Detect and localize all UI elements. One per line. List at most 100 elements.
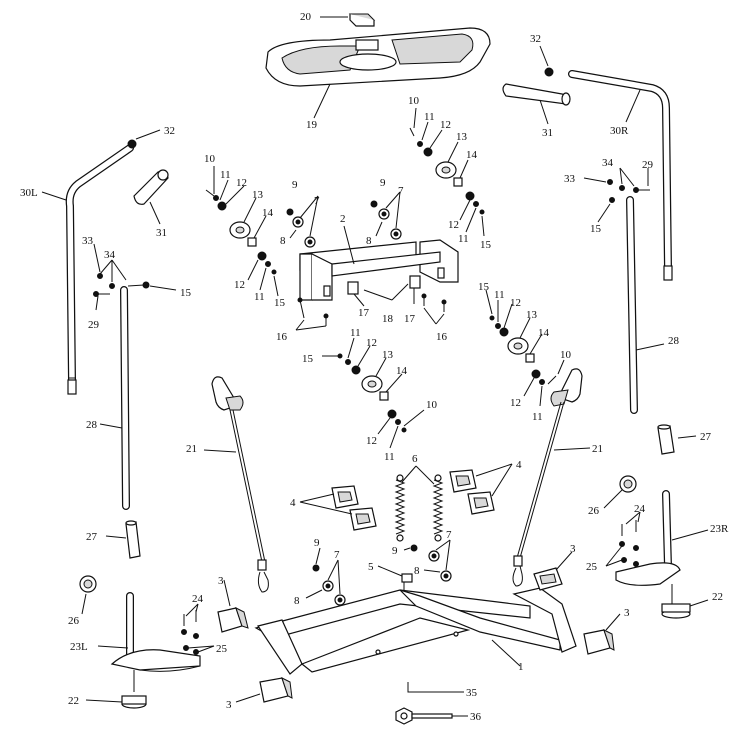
label-18: 18 (382, 313, 394, 325)
label-22-right: 22 (712, 591, 723, 603)
label-11-ur: 11 (424, 111, 435, 123)
part-20-cap (348, 13, 376, 27)
label-2: 2 (340, 213, 346, 225)
label-14-lr: 14 (538, 327, 550, 339)
part-4-brackets-right (449, 469, 495, 515)
part-32-right-cap (544, 67, 554, 77)
label-9-upper-center: 9 (380, 177, 386, 189)
label-3-right-upper: 3 (570, 543, 576, 555)
part-3-cap-right-upper (533, 567, 563, 591)
part-4-brackets-left (331, 485, 377, 531)
label-10-ul: 10 (204, 153, 216, 165)
label-34-left: 34 (104, 249, 116, 261)
label-11-ul2: 11 (254, 291, 265, 303)
part-7-8-9-lower-right-pivot (410, 544, 452, 582)
part-7-8-9-lower-left-pivot (312, 564, 346, 606)
label-4-left: 4 (290, 497, 296, 509)
label-15-left: 15 (180, 287, 192, 299)
label-8-lower-left: 8 (294, 595, 300, 607)
label-6: 6 (412, 453, 418, 465)
label-30R: 30R (610, 125, 629, 137)
label-15-ul: 15 (274, 297, 286, 309)
label-11-lr2: 11 (532, 411, 543, 423)
label-26-right: 26 (588, 505, 600, 517)
label-12-ur: 12 (440, 119, 451, 131)
part-32-left-cap (127, 139, 137, 149)
part-30R-right-handlebar (568, 70, 673, 281)
label-11-ul: 11 (220, 169, 231, 181)
label-10-ll: 10 (426, 399, 438, 411)
label-11-ur2: 11 (458, 233, 469, 245)
label-7-lower-right: 7 (446, 529, 452, 541)
label-32-left: 32 (164, 125, 175, 137)
part-28-right-upright (626, 196, 638, 414)
label-8-lower-right: 8 (414, 565, 420, 577)
label-23R: 23R (710, 523, 729, 535)
label-13-ur: 13 (456, 131, 468, 143)
label-12-lr2: 12 (510, 397, 521, 409)
part-17-bushings (347, 275, 421, 295)
part-26-right-knob (619, 475, 637, 493)
part-28-left-upright (120, 286, 130, 510)
label-29-left: 29 (88, 319, 100, 331)
label-19: 19 (306, 119, 318, 131)
label-13-lr: 13 (526, 309, 538, 321)
part-31-left-grip (133, 169, 169, 205)
part-21-right-arm-lever (512, 368, 583, 587)
label-33-left: 33 (82, 235, 94, 247)
label-15-right: 15 (590, 223, 602, 235)
part-36-wrench (395, 707, 453, 725)
part-30L-left-handlebar (65, 144, 134, 395)
label-30L: 30L (20, 187, 38, 199)
label-28-right: 28 (668, 335, 680, 347)
part-5-knob (401, 573, 413, 590)
label-35: 35 (466, 687, 478, 699)
label-10-ur: 10 (408, 95, 420, 107)
part-24-25-left-screws (181, 610, 199, 655)
pulley-stack-upper-right (409, 127, 485, 215)
part-7-8-9-upper-left-pivot (286, 208, 316, 248)
label-10-lr: 10 (560, 349, 572, 361)
label-31-left: 31 (156, 227, 167, 239)
label-3-left-upper: 3 (218, 575, 224, 587)
label-11-lr: 11 (494, 289, 505, 301)
label-15-ll: 15 (302, 353, 314, 365)
label-12-ul2: 12 (234, 279, 245, 291)
label-21-right: 21 (592, 443, 603, 455)
label-1: 1 (518, 661, 524, 673)
label-3-left-lower: 3 (226, 699, 232, 711)
label-16-left: 16 (276, 331, 288, 343)
label-14-ll: 14 (396, 365, 408, 377)
label-12-ur2: 12 (448, 219, 459, 231)
label-15-lr: 15 (478, 281, 490, 293)
label-27-left: 27 (86, 531, 98, 543)
part-2-top-frame (299, 239, 459, 301)
label-9-lower-right: 9 (392, 545, 398, 557)
label-11-ll: 11 (350, 327, 361, 339)
label-21-left: 21 (186, 443, 197, 455)
label-17-right: 17 (404, 313, 416, 325)
label-25-left: 25 (216, 643, 228, 655)
label-9-upper-left: 9 (292, 179, 298, 191)
label-29-right: 29 (642, 159, 654, 171)
label-32-right: 32 (530, 33, 541, 45)
part-33-34-29-left-bolts (93, 273, 150, 297)
label-23L: 23L (70, 641, 88, 653)
label-33-right: 33 (564, 173, 576, 185)
label-12-ul: 12 (236, 177, 247, 189)
label-20: 20 (300, 11, 312, 23)
pulley-stack-lower-left (337, 353, 407, 433)
part-23L-left-foot (110, 592, 201, 709)
label-11-ll2: 11 (384, 451, 395, 463)
part-27-right-sleeve (657, 424, 675, 455)
part-3-cap-left-upper (217, 607, 249, 633)
label-28-left: 28 (86, 419, 98, 431)
label-24-left: 24 (192, 593, 204, 605)
part-19-step-platform (265, 27, 491, 87)
label-9-lower-left: 9 (314, 537, 320, 549)
part-16-screws (297, 293, 447, 326)
label-8-upper-center: 8 (366, 235, 372, 247)
part-26-left-knob (79, 575, 97, 593)
label-8-upper-left: 8 (280, 235, 286, 247)
